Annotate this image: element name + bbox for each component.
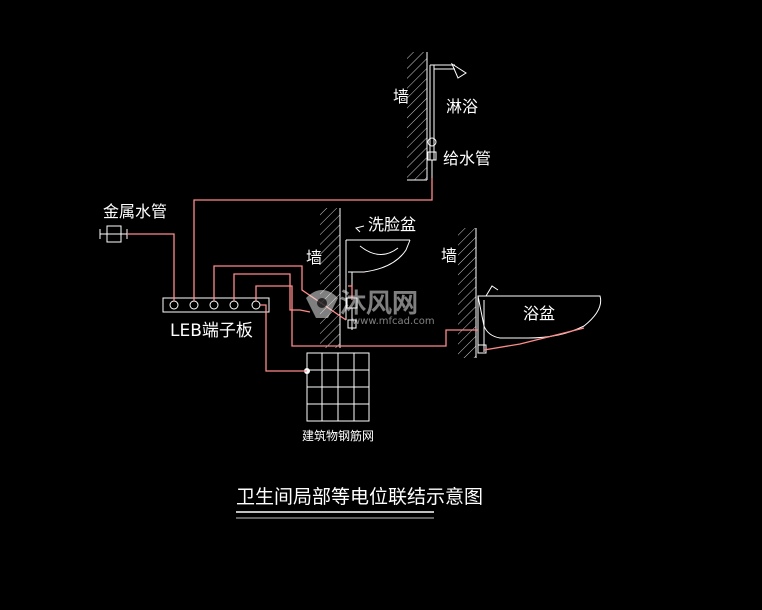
watermark-brand: 沐风网 [340,289,418,319]
rebar-mesh [304,352,370,422]
wall-label-3: 墙 [441,246,457,265]
metal-water-pipe-label: 金属水管 [103,202,167,221]
bathtub-wall [458,228,477,358]
bonding-wires [127,178,585,372]
wall-label-2: 墙 [306,248,322,267]
metal-water-pipe-symbol [99,225,128,243]
watermark: 沐风网 www.mfcad.com [306,289,435,327]
shower-wall [407,52,428,181]
terminal-board-label: LEB端子板 [170,321,253,341]
shower-label: 淋浴 [446,97,478,116]
water-supply-pipe-label: 给水管 [443,149,491,168]
washbasin-label: 洗脸盆 [368,215,416,234]
watermark-url: www.mfcad.com [352,316,435,327]
rebar-mesh-label: 建筑物钢筋网 [302,428,374,443]
logo-icon [306,290,338,318]
wall-label-1: 墙 [393,87,409,106]
shower-fixture [427,62,467,178]
diagram-title: 卫生间局部等电位联结示意图 [236,486,483,508]
washbasin-wall [320,208,341,348]
bathtub-label: 浴盆 [523,304,555,323]
leb-terminal-board [162,297,270,313]
